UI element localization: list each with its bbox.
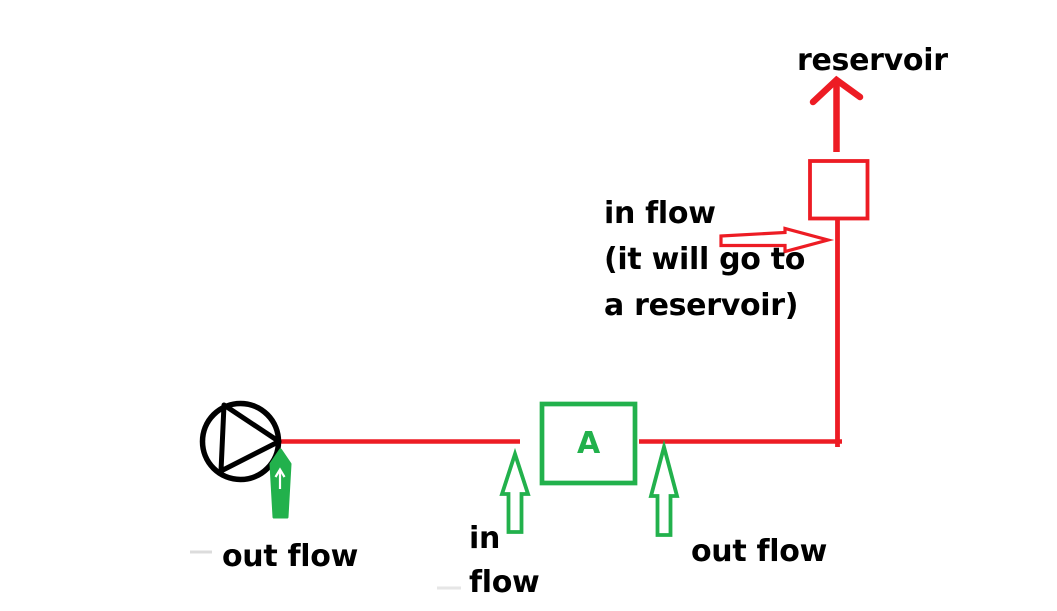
- a-inflow-label-line2: flow: [469, 565, 540, 600]
- outflow-arrow-pump-icon: [269, 448, 292, 519]
- a-inflow-label: in flow: [469, 517, 540, 605]
- inflow-note-line1: in flow: [604, 196, 716, 231]
- pump-triangle: [218, 402, 282, 474]
- component-a-label: A: [577, 426, 600, 461]
- reservoir-outlet-box: [808, 159, 870, 221]
- a-outflow-label: out flow: [691, 534, 828, 569]
- inner-white-arrow-head: [274, 467, 286, 478]
- arrow-head: [809, 75, 864, 106]
- pump-outflow-label: out flow: [222, 539, 359, 574]
- inflow-note: in flow (it will go to a reservoir): [604, 191, 805, 329]
- pump-icon: [199, 400, 282, 483]
- a-inflow-label-line1: in: [469, 521, 501, 556]
- inflow-note-line3: a reservoir): [604, 288, 799, 323]
- outflow-arrow-a-icon: [648, 439, 680, 537]
- arrow-up-to-reservoir-icon: [809, 75, 864, 152]
- inflow-note-line2: (it will go to: [604, 242, 806, 277]
- inflow-arrow-icon: [719, 226, 835, 254]
- reservoir-label: reservoir: [797, 43, 948, 78]
- inflow-arrow-a-icon: [499, 447, 531, 534]
- component-a-box: [539, 401, 638, 486]
